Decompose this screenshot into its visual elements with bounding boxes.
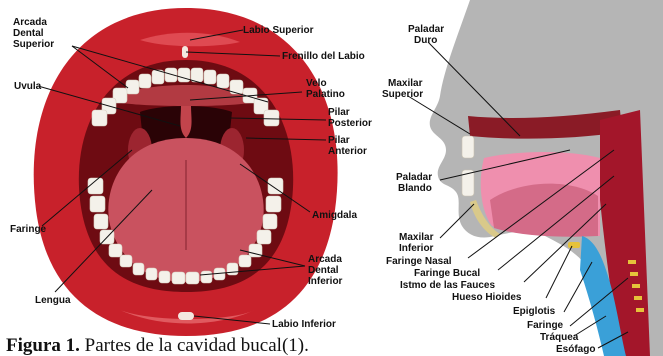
label-labio-superior: Labio Superior <box>243 25 314 36</box>
label-esofago: Esófago <box>556 344 595 355</box>
caption-text: Partes de la cavidad bucal(1). <box>80 335 309 356</box>
lower-frenulum <box>178 312 194 320</box>
upper-incisor-section <box>462 136 474 158</box>
label-faringe: Faringe <box>10 224 47 235</box>
label-amigdala: Amigdala <box>312 210 357 221</box>
label-maxilar-superior: Maxilar Superior <box>382 78 425 100</box>
label-faringe-bucal: Faringe Bucal <box>414 268 480 279</box>
figure-caption: Figura 1. Partes de la cavidad bucal(1). <box>6 336 309 356</box>
label-faringe-section: Faringe <box>527 320 564 331</box>
caption-prefix: Figura 1. <box>6 335 80 356</box>
label-istmo-fauces: Istmo de las Fauces <box>400 280 495 291</box>
hyoid-bone <box>568 242 580 248</box>
label-frenillo-labio: Frenillo del Labio <box>282 51 365 62</box>
label-hueso-hioides: Hueso Hioides <box>452 292 522 303</box>
label-velo-palatino: Velo Palatino <box>306 78 345 100</box>
label-maxilar-inferior: Maxilar Inferior <box>399 232 436 254</box>
label-pilar-posterior: Pilar Posterior <box>328 107 372 129</box>
label-faringe-nasal: Faringe Nasal <box>386 256 452 267</box>
label-arcada-dental-inferior: Arcada Dental Inferior <box>308 254 345 287</box>
label-arcada-dental-superior: Arcada Dental Superior <box>13 17 54 50</box>
tongue-side <box>490 184 598 237</box>
label-paladar-blando: Paladar Blando <box>396 172 435 194</box>
label-labio-inferior: Labio Inferior <box>272 319 336 330</box>
label-traquea: Tráquea <box>540 332 579 343</box>
label-pilar-anterior: Pilar Anterior <box>328 135 367 157</box>
label-uvula: Uvula <box>14 81 42 92</box>
label-paladar-duro: Paladar Duro <box>408 24 447 46</box>
label-epiglotis: Epiglotis <box>513 306 556 317</box>
label-lengua: Lengua <box>35 295 71 306</box>
